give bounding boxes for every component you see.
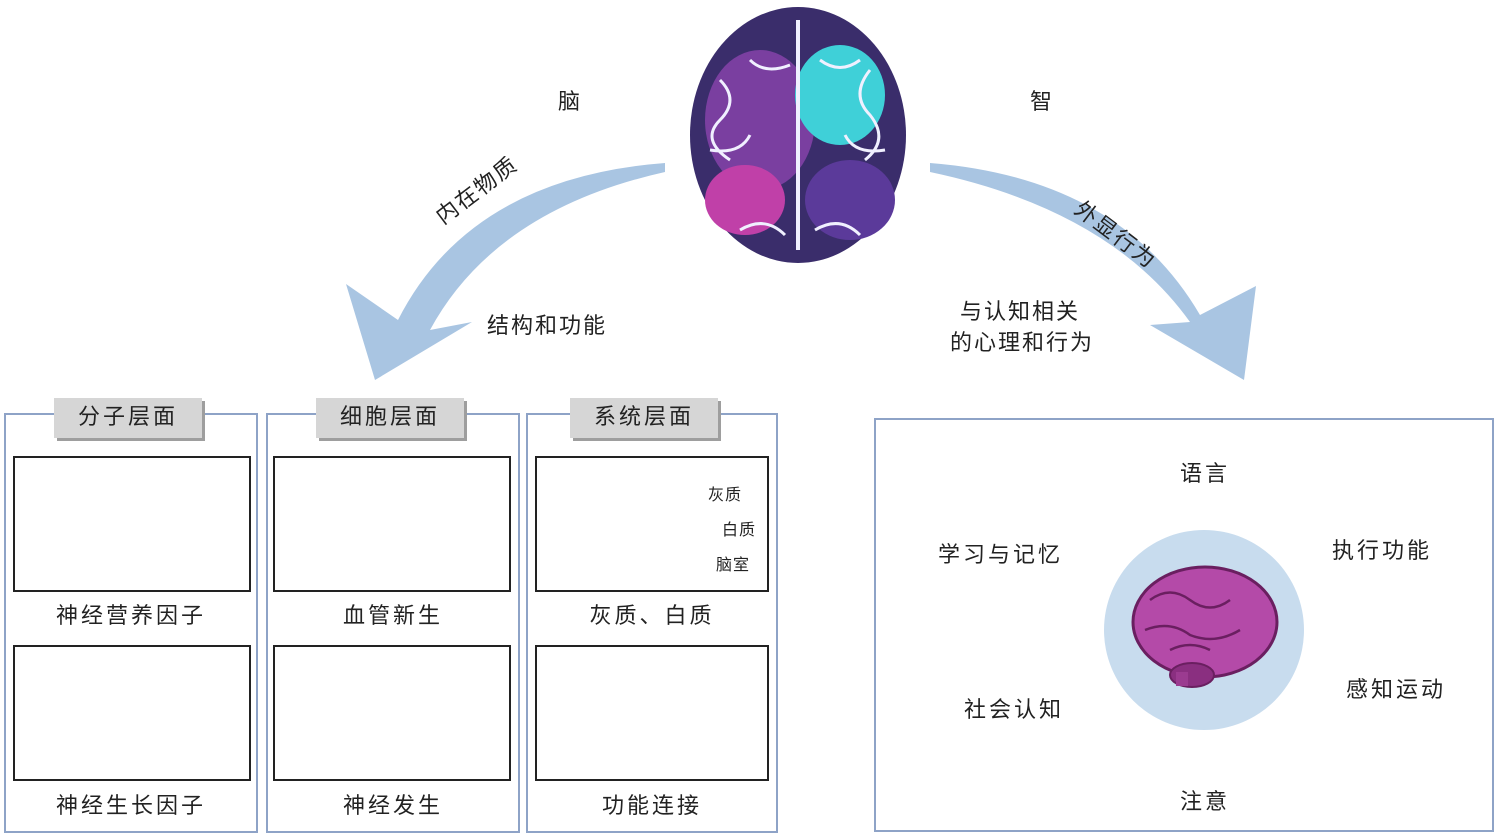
caption-gray-white: 灰质、白质 <box>589 604 715 629</box>
right-curved-arrow <box>930 163 1256 380</box>
frame-neurogenesis <box>273 645 511 781</box>
frame-ngf <box>13 645 251 781</box>
caption-neurotrophic: 神经营养因子 <box>55 604 206 629</box>
cognition-behavior-line1: 与认知相关 <box>960 300 1081 325</box>
header-cellular: 细胞层面 <box>316 398 464 438</box>
panel-system <box>526 413 778 833</box>
cog-executive: 执行功能 <box>1332 539 1433 564</box>
cog-language: 语言 <box>1180 462 1231 487</box>
panel-molecular <box>4 413 258 833</box>
caption-neurogenesis: 神经发生 <box>342 794 443 819</box>
caption-ngf: 神经生长因子 <box>55 794 206 819</box>
frame-angiogenesis <box>273 456 511 592</box>
label-intelligence: 智 <box>1030 90 1055 115</box>
label-ventricle: 脑室 <box>716 555 751 574</box>
cog-sensorimotor: 感知运动 <box>1346 678 1447 703</box>
frame-neurotrophic <box>13 456 251 592</box>
caption-angiogenesis: 血管新生 <box>342 604 443 629</box>
header-molecular: 分子层面 <box>54 398 202 438</box>
caption-connectivity: 功能连接 <box>601 794 702 819</box>
top-brain-image <box>690 7 906 263</box>
structure-function-label: 结构和功能 <box>487 314 608 339</box>
cog-social: 社会认知 <box>964 698 1065 723</box>
cognition-behavior-line2: 的心理和行为 <box>950 331 1095 356</box>
cog-attention: 注意 <box>1180 790 1231 815</box>
label-white-matter: 白质 <box>722 520 757 539</box>
left-curved-arrow <box>346 163 665 380</box>
frame-connectivity <box>535 645 769 781</box>
panel-cellular <box>266 413 520 833</box>
header-system: 系统层面 <box>570 398 718 438</box>
label-gray-matter: 灰质 <box>708 485 743 504</box>
cog-learning-memory: 学习与记忆 <box>938 543 1064 568</box>
label-brain: 脑 <box>558 90 583 115</box>
frame-brain-section <box>535 456 769 592</box>
cognition-circle <box>1104 530 1304 730</box>
